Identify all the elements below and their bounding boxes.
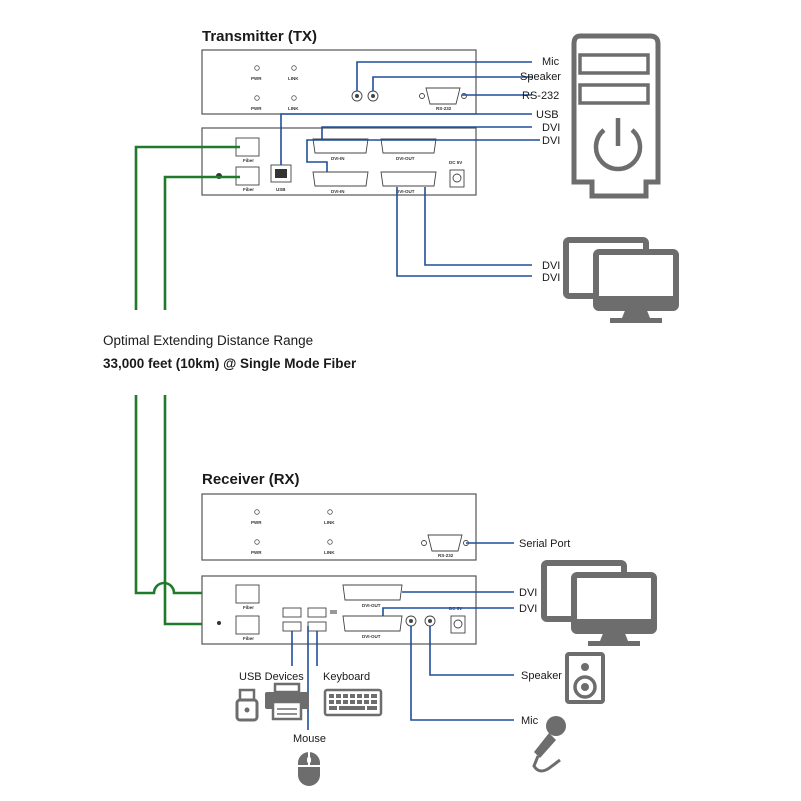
rx-pwr-label-1: PWR bbox=[251, 520, 262, 525]
rx-dvi-out-label-1: DVI-OUT bbox=[362, 603, 381, 608]
rx-pwr-label-2: PWR bbox=[251, 550, 262, 555]
rx-speaker-callout: Speaker bbox=[521, 670, 562, 682]
rx-rear-panel: Fiber Fiber DVI-OUT DVI-OUT DC 5V bbox=[201, 575, 477, 645]
receiver-title: Receiver (RX) bbox=[202, 471, 300, 488]
tx-fiber-label-1: Fiber bbox=[243, 158, 254, 163]
tx-link-label-2: LINK bbox=[288, 106, 299, 111]
rx-rs232-label: RS-232 bbox=[438, 553, 454, 558]
tx-rs232-label: RS-232 bbox=[436, 106, 452, 111]
tx-dvi-callout-1: DVI bbox=[542, 122, 560, 134]
rx-mic-callout: Mic bbox=[521, 715, 539, 727]
tx-front-panel: PWR PWR LINK LINK RS-232 bbox=[201, 49, 477, 115]
computer-tower-icon bbox=[571, 33, 661, 199]
tx-rs232-callout: RS-232 bbox=[522, 90, 559, 102]
tx-dvi-callout-2: DVI bbox=[542, 135, 560, 147]
mouse-callout: Mouse bbox=[293, 733, 326, 745]
tx-dvi-out-label-1: DVI-OUT bbox=[396, 156, 415, 161]
fiber-cables bbox=[134, 145, 240, 626]
tx-signal-lines bbox=[280, 61, 540, 277]
rx-front-panel: PWR PWR LINK LINK RS-232 bbox=[201, 493, 477, 561]
rx-fiber-label-2: Fiber bbox=[243, 636, 254, 641]
rx-serial-callout: Serial Port bbox=[519, 538, 570, 550]
rx-dvi-callout-2: DVI bbox=[519, 603, 537, 615]
tx-dvi-out-label-2: DVI-OUT bbox=[396, 189, 415, 194]
rx-link-label-1: LINK bbox=[324, 520, 335, 525]
rx-dvi-callout-1: DVI bbox=[519, 587, 537, 599]
tx-dvi-callout-4: DVI bbox=[542, 272, 560, 284]
tx-dvi-in-label-2: DVI-IN bbox=[331, 189, 345, 194]
tx-dvi-in-label-1: DVI-IN bbox=[331, 156, 345, 161]
rx-fiber-label-1: Fiber bbox=[243, 605, 254, 610]
mouse-icon bbox=[298, 752, 320, 786]
usb-drive-icon bbox=[235, 688, 259, 722]
tx-dc-label: DC 5V bbox=[449, 160, 462, 165]
tx-dvi-callout-3: DVI bbox=[542, 260, 560, 272]
tx-fiber-label-2: Fiber bbox=[243, 187, 254, 192]
speaker-icon bbox=[565, 652, 605, 704]
tx-pwr-label-1: PWR bbox=[251, 76, 262, 81]
tx-mic-callout: Mic bbox=[542, 56, 560, 68]
distance-value: 33,000 feet (10km) @ Single Mode Fiber bbox=[103, 356, 357, 371]
keyboard-icon bbox=[323, 688, 383, 717]
usb-devices-callout: USB Devices bbox=[239, 671, 304, 683]
tx-usb-callout: USB bbox=[536, 109, 559, 121]
tx-usb-label: USB bbox=[276, 187, 286, 192]
tx-pwr-label-2: PWR bbox=[251, 106, 262, 111]
transmitter-title: Transmitter (TX) bbox=[202, 28, 317, 45]
rx-signal-lines bbox=[291, 542, 514, 730]
dual-monitor-icon-tx bbox=[563, 237, 679, 323]
rx-dvi-out-label-2: DVI-OUT bbox=[362, 634, 381, 639]
keyboard-callout: Keyboard bbox=[323, 671, 370, 683]
printer-icon bbox=[265, 682, 309, 721]
dual-monitor-icon-rx bbox=[541, 560, 657, 646]
tx-speaker-callout: Speaker bbox=[520, 71, 561, 83]
microphone-icon bbox=[532, 716, 566, 773]
distance-heading: Optimal Extending Distance Range bbox=[103, 333, 313, 348]
tx-link-label-1: LINK bbox=[288, 76, 299, 81]
tx-rear-panel: Fiber Fiber USB DVI-IN DVI-OUT DVI-IN DV… bbox=[201, 127, 477, 196]
rx-link-label-2: LINK bbox=[324, 550, 335, 555]
